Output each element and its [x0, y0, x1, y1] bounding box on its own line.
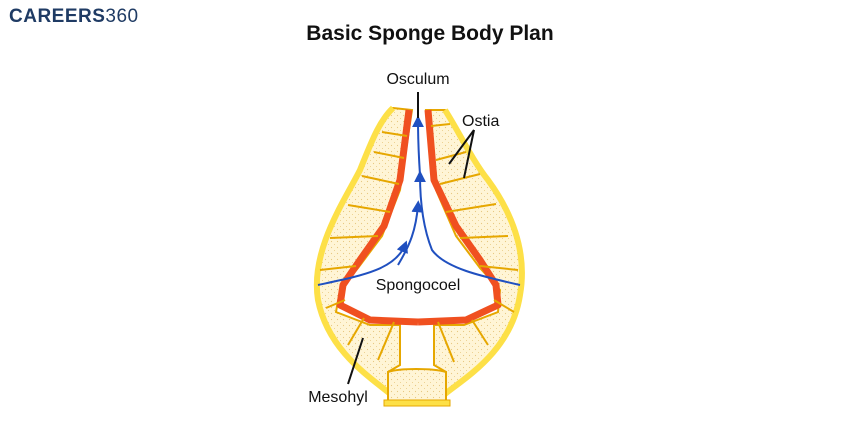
logo-word: CAREERS — [9, 6, 106, 27]
mesohyl-label: Mesohyl — [308, 389, 368, 406]
careers360-logo: CAREERS360 — [9, 6, 139, 28]
cell-divisions-left — [319, 131, 408, 361]
water-flow-arrows — [317, 115, 521, 286]
spongocoel-label: Spongocoel — [376, 277, 461, 294]
osculum-label: Osculum — [386, 71, 449, 88]
ostia-label: Ostia — [462, 113, 499, 130]
ostia-pointer-1 — [448, 129, 475, 165]
cell-divisions-right — [430, 123, 519, 363]
flow-arrow-left-inlet — [317, 240, 408, 286]
logo-number: 360 — [105, 6, 139, 27]
ostia-pointer-2 — [463, 129, 475, 179]
base-bottom — [383, 399, 451, 407]
flow-arrow-center-lower — [412, 115, 425, 176]
choanocyte-layer-right — [417, 109, 502, 326]
sponge-base — [387, 368, 447, 404]
flow-arrow-left-ostia — [397, 200, 424, 266]
flow-arrow-right-inlet — [414, 170, 521, 286]
diagram-title: Basic Sponge Body Plan — [306, 22, 554, 45]
outer-layer-left — [313, 105, 403, 406]
choanocyte-layer-left — [336, 109, 419, 326]
mesohyl-pointer — [347, 337, 364, 385]
